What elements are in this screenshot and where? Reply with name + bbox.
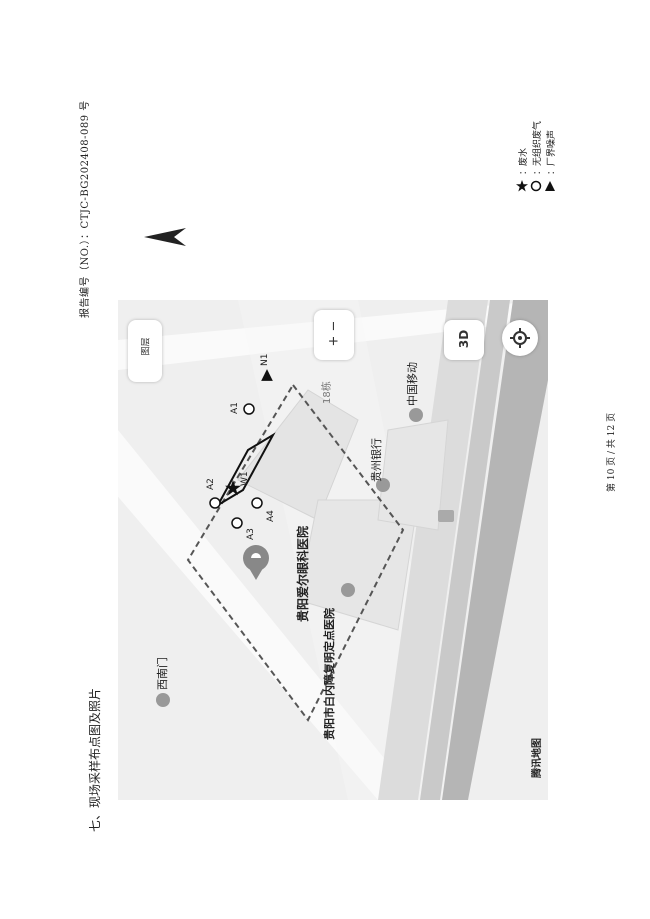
triangle-icon	[545, 181, 555, 191]
north-arrow-icon	[144, 228, 186, 246]
place-label-hospital-main: 贵阳爱尔眼科医院	[296, 525, 310, 622]
legend-label-gas: ：无组织废气	[533, 120, 543, 175]
layers-button[interactable]: 图层	[128, 320, 162, 382]
map-screenshot: A1 A2 A3 A4 W1 N1 贵阳爱尔眼科医院 贵阳市白内障复明定点医院 …	[118, 300, 548, 800]
sampling-point-A3	[231, 517, 243, 529]
sampling-point-N1-triangle-icon	[261, 369, 273, 381]
place-label-hospital-small: 贵阳市白内障复明定点医院	[323, 608, 336, 740]
layers-label: 图层	[141, 337, 152, 356]
report-number: 报告编号（NO.）：CTJC-BG202408-089 号	[80, 100, 91, 318]
label-N1: N1	[260, 353, 270, 366]
label-A1: A1	[230, 402, 240, 414]
place-label-bank: 贵州银行	[370, 438, 383, 482]
label-W1: W1	[240, 471, 250, 486]
place-label-mobile: 中国移动	[406, 362, 419, 406]
page-number: 第 10 页 / 共 12 页	[607, 412, 617, 492]
view-3d-label: 3D	[457, 329, 471, 349]
section-title: 七、现场采样布点图及照片	[88, 687, 102, 832]
star-icon	[516, 180, 528, 192]
label-A3: A3	[246, 528, 256, 540]
locate-button[interactable]	[502, 320, 538, 356]
legend: ：废水 ：无组织废气 ：厂界噪声	[516, 60, 557, 192]
view-3d-button[interactable]: 3D	[444, 320, 484, 360]
circle-icon	[530, 180, 542, 192]
sampling-point-W1-star-icon	[225, 480, 241, 496]
sampling-point-A2	[209, 497, 221, 509]
place-label-xinanmen: 西南门	[156, 657, 169, 690]
legend-label-wastewater: ：废水	[519, 147, 529, 175]
zoom-control[interactable]: + −	[314, 310, 354, 360]
label-A4: A4	[266, 510, 276, 522]
sampling-point-A4	[251, 497, 263, 509]
map-brand: 腾讯地图	[532, 738, 543, 778]
place-label-building: 18栋	[322, 381, 333, 404]
sampling-point-A1	[243, 403, 255, 415]
crosshair-icon	[510, 328, 530, 348]
legend-label-noise: ：厂界噪声	[547, 129, 557, 175]
zoom-label: + −	[326, 320, 342, 347]
label-A2: A2	[206, 478, 216, 490]
